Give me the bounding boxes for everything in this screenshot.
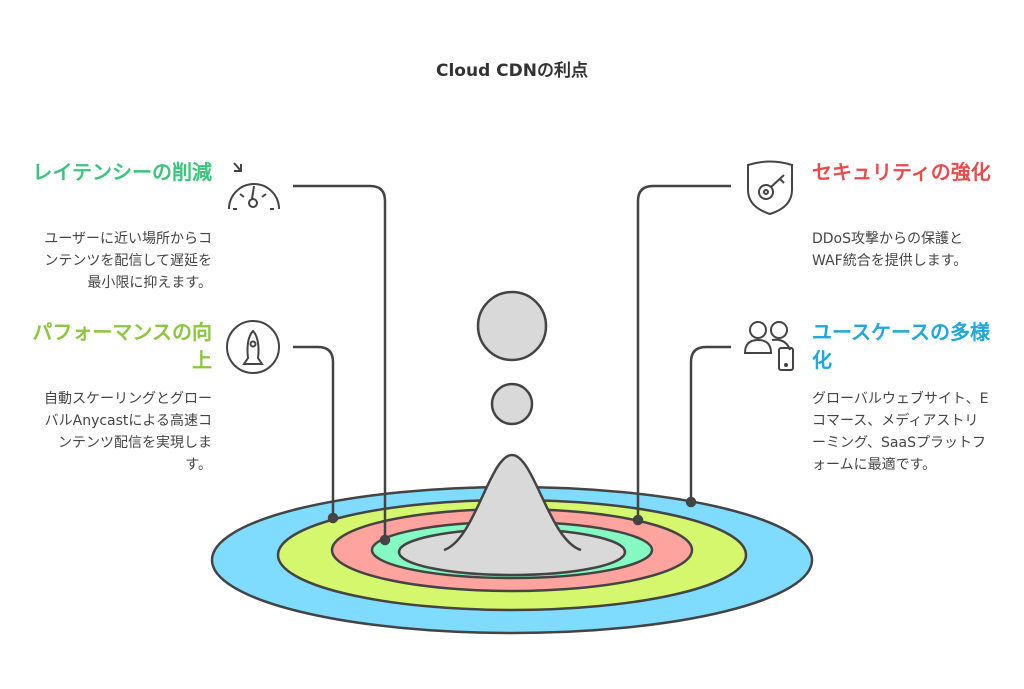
benefit-title-performance: パフォーマンスの向上: [32, 320, 212, 372]
benefit-desc-security: DDoS攻撃からの保護とWAF統合を提供します。: [812, 231, 968, 269]
drop-large: [476, 290, 548, 362]
drop-small: [490, 382, 534, 426]
splash-peak: [443, 453, 582, 552]
users-device-icon: [743, 321, 794, 371]
connector-lines: [293, 184, 731, 546]
benefit-title-latency: レイテンシーの削減: [32, 160, 212, 184]
gauge-icon: [228, 162, 280, 210]
rocket-icon: [226, 320, 280, 374]
benefit-desc-usecases: グローバルウェブサイト、Eコマース、メディアストリーミング、SaaSプラットフォ…: [812, 391, 989, 473]
benefit-title-security: セキュリティの強化: [812, 160, 991, 184]
shield-key-icon: [747, 160, 793, 216]
benefit-desc-latency: ユーザーに近い場所からコンテンツを配信して遅延を最小限に抑えます。: [44, 231, 212, 291]
benefit-desc-performance: 自動スケーリングとグローバルAnycastによる高速コンテンツ配信を実現します。: [44, 391, 212, 473]
benefit-title-usecases: ユースケースの多様化: [812, 320, 990, 372]
diagram-title: Cloud CDNの利点: [436, 61, 588, 81]
